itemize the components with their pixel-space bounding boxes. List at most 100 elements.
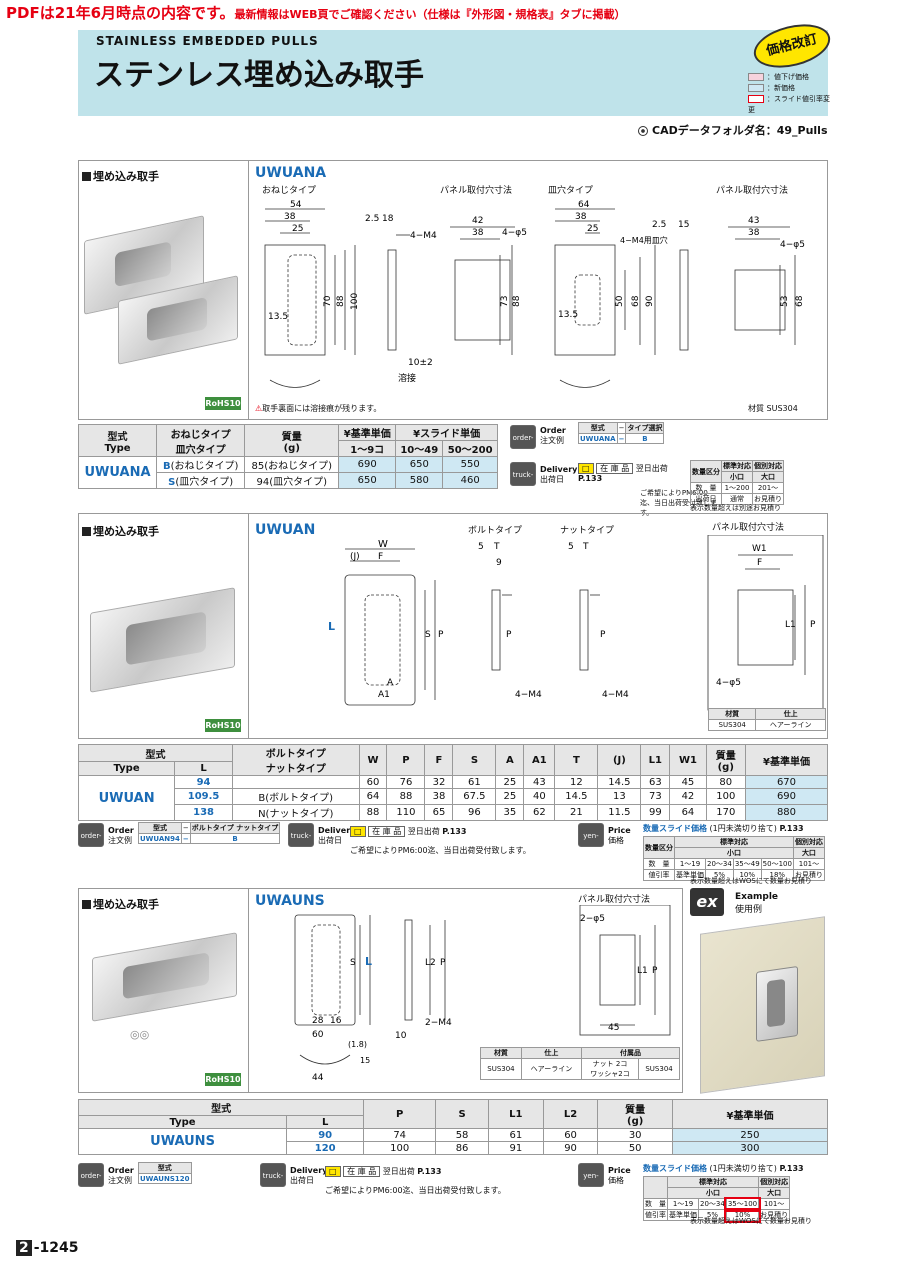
- order-en: Order: [108, 1166, 134, 1175]
- rohs-badge: RoHS10: [205, 1073, 241, 1086]
- td: 43: [523, 775, 556, 789]
- dim: 50: [615, 295, 625, 307]
- td: お見積り: [752, 493, 784, 505]
- photo-recess: [115, 241, 171, 288]
- truck-icon: truck-icon: [288, 823, 314, 864]
- weld-note: ⚠取手裏面には溶接痕が残ります。: [255, 403, 381, 414]
- dim: W1: [752, 544, 767, 554]
- dim: 15: [678, 220, 689, 230]
- order-jp: 注文例: [540, 436, 564, 445]
- outline-front: [264, 244, 326, 356]
- type-label: ナットタイプ: [560, 526, 615, 536]
- section-title: 埋め込み取手: [82, 168, 159, 184]
- th: ボルトタイプナットタイプ: [231, 744, 360, 776]
- section-photo-panel: [79, 889, 249, 1092]
- th: ¥基準単価: [338, 424, 397, 441]
- td: −: [616, 422, 627, 434]
- td: 64: [669, 804, 707, 821]
- td: 110: [386, 804, 426, 821]
- td: 35〜49: [732, 858, 762, 870]
- td: 40: [523, 788, 556, 805]
- th: おねじタイプ皿穴タイプ: [156, 424, 246, 457]
- td: [231, 775, 360, 789]
- panel-hole-label: パネル取付穴寸法: [712, 523, 785, 533]
- photo-recess: [126, 611, 206, 666]
- td: −: [616, 433, 627, 444]
- td: 数 量: [643, 1198, 668, 1210]
- td: 550: [442, 456, 498, 473]
- td: 値引率: [643, 869, 675, 881]
- dim: 68: [631, 295, 641, 307]
- page-ref: P.133: [442, 827, 467, 836]
- th: A: [495, 744, 525, 776]
- td: 650: [395, 456, 444, 473]
- next-day: 翌日出荷: [635, 464, 668, 473]
- recess: [287, 254, 317, 346]
- th-text: Type: [104, 442, 131, 454]
- example-en: Example: [735, 892, 779, 902]
- td: 35: [495, 804, 525, 821]
- td: 1〜19: [667, 1198, 699, 1210]
- next-day: 翌日出荷: [407, 827, 440, 836]
- th: (J): [597, 744, 642, 776]
- td: ヘアーライン: [755, 719, 826, 731]
- td: SUS304: [480, 1058, 522, 1080]
- td: SUS304: [638, 1058, 680, 1080]
- section-uwuana: [78, 160, 828, 420]
- box-icon: □: [350, 826, 366, 837]
- slide-note: 表示数量超えはWOSにて数量お見積り: [690, 1217, 812, 1225]
- td: 201〜: [752, 482, 784, 494]
- cad-folder: CADデータフォルダ名：49_Pulls: [638, 122, 828, 138]
- th: タイプ選択: [625, 422, 665, 434]
- td: お見積り: [792, 869, 825, 881]
- td: SUS304: [707, 719, 757, 731]
- td: −: [180, 833, 191, 844]
- th: L1: [640, 744, 671, 776]
- pm-note: ご希望によりPM6:00迄、当日出荷受付致します。: [350, 846, 531, 855]
- td: 60: [542, 1128, 599, 1142]
- notice-sub: 最新情報はWEB頁でご確認ください（仕様は『外形図・規格表』タブに掲載）: [234, 8, 626, 21]
- example-jp: 使用例: [735, 905, 763, 915]
- td-code: S: [168, 477, 176, 488]
- dim: W: [378, 539, 388, 550]
- td: 20〜34: [698, 1198, 727, 1210]
- td: 94(皿穴タイプ): [244, 472, 340, 489]
- th: ¥基準単価: [744, 744, 829, 776]
- dim: L1: [785, 620, 796, 630]
- th: 小口: [666, 1187, 760, 1199]
- dim: 38: [284, 212, 296, 222]
- td: 138: [174, 804, 233, 821]
- td: 21: [554, 804, 599, 821]
- td: 99: [640, 804, 671, 821]
- notice-main: PDFは21年6月時点の内容です。: [6, 4, 235, 22]
- dim: 4−φ5: [716, 678, 741, 688]
- td: 120: [286, 1141, 365, 1155]
- th: 型式: [138, 1162, 192, 1174]
- dim: 42: [472, 216, 483, 226]
- dim: 13.5: [268, 312, 288, 322]
- th: 標準対応: [666, 1176, 760, 1188]
- th: 標準対応: [674, 836, 794, 848]
- dim: S: [425, 630, 431, 640]
- th-text: (g): [283, 442, 300, 454]
- td-code: B: [162, 461, 171, 472]
- material-value: SUS304: [766, 404, 798, 413]
- dim: 28: [312, 1016, 324, 1026]
- td: UWUANA: [77, 456, 158, 489]
- dim: 10±2: [408, 358, 433, 368]
- td: 数 量: [690, 482, 722, 494]
- side-profile: [299, 1054, 351, 1065]
- th: 質量(g): [244, 424, 340, 457]
- slide-note: 表示数量超えはWOSにて数量お見積り: [690, 877, 812, 885]
- price-jp: 価格: [608, 1176, 624, 1185]
- slide-ref: P.133: [779, 824, 804, 833]
- td: 10%: [724, 1207, 761, 1223]
- dim: A: [387, 678, 394, 688]
- order-en: Order: [540, 426, 566, 435]
